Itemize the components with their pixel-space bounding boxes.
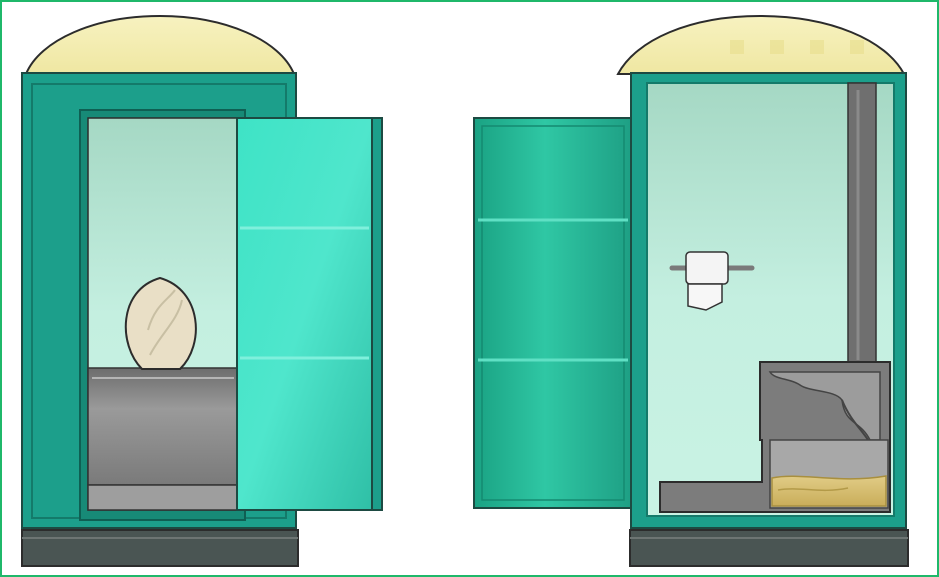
roof-dome [26, 16, 294, 74]
portable-toilet-front-view [22, 16, 382, 566]
base-skid [630, 530, 908, 566]
toilet-bench [88, 368, 238, 485]
base-skid [22, 530, 298, 566]
toilet-paper-roll [686, 252, 728, 284]
detached-door [474, 118, 632, 508]
portable-toilet-cutaway-view [474, 16, 908, 566]
open-door [237, 118, 372, 510]
waste-level [772, 476, 886, 506]
vent-pipe [848, 83, 876, 365]
